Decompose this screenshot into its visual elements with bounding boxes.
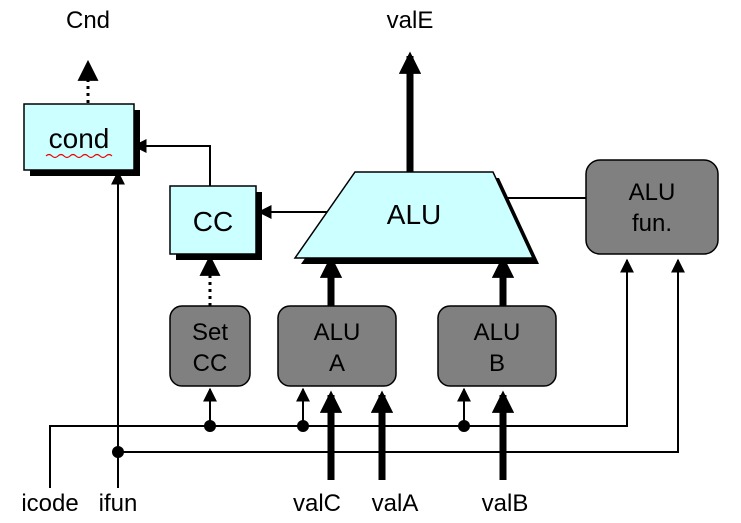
alu-fun-label-line1: ALU <box>629 179 676 206</box>
valb-label: valB <box>482 490 529 517</box>
set-cc-block: Set CC <box>169 305 251 387</box>
cond-label: cond <box>49 123 110 154</box>
alu-label: ALU <box>387 199 441 230</box>
cc-block: CC <box>169 185 262 260</box>
set-cc-label-line2: CC <box>193 350 228 377</box>
icode-junction-alua <box>297 420 309 432</box>
cnd-label: Cnd <box>66 7 110 34</box>
alu-block: ALU <box>293 171 539 264</box>
ifun-label: ifun <box>99 490 138 517</box>
alu-b-label-line1: ALU <box>474 319 521 346</box>
set-cc-label-line1: Set <box>192 319 228 346</box>
vale-label: valE <box>387 7 434 34</box>
alu-fun-block: ALU fun. <box>585 159 719 255</box>
ifun-wire <box>117 258 685 488</box>
icode-junction-setcc <box>204 420 216 432</box>
icode-wire <box>49 258 634 488</box>
cc-label: CC <box>193 206 233 237</box>
icode-label: icode <box>21 490 78 517</box>
alu-b-label-line2: B <box>489 350 505 377</box>
alu-b-block: ALU B <box>437 305 557 387</box>
alu-a-block: ALU A <box>277 305 397 387</box>
cond-block: cond <box>23 103 140 176</box>
cc-to-cond-wire <box>132 139 211 186</box>
spellcheck-squiggle <box>45 153 113 159</box>
alu-fun-label-line2: fun. <box>632 210 672 237</box>
icode-junction-alub <box>458 420 470 432</box>
alu-a-label-line2: A <box>329 350 345 377</box>
valc-label: valC <box>293 490 341 517</box>
ifun-junction <box>112 446 124 458</box>
alu-a-label-line1: ALU <box>314 319 361 346</box>
vala-label: valA <box>372 490 419 517</box>
